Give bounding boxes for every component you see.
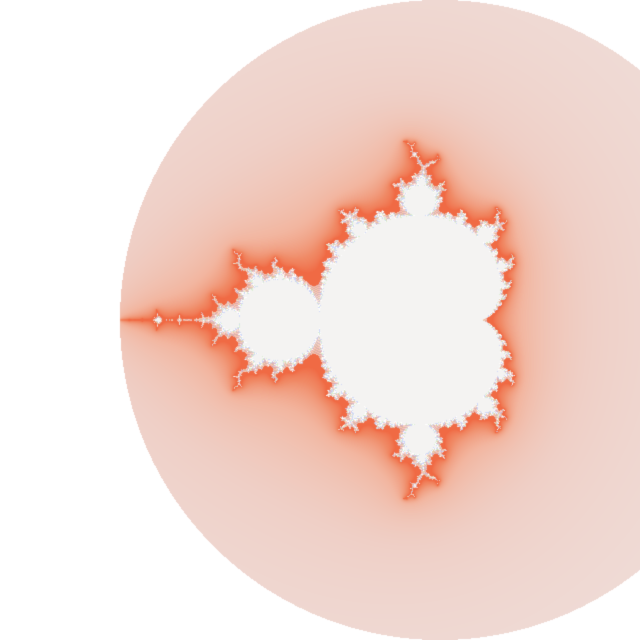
mandelbrot-fractal-image	[0, 0, 640, 640]
